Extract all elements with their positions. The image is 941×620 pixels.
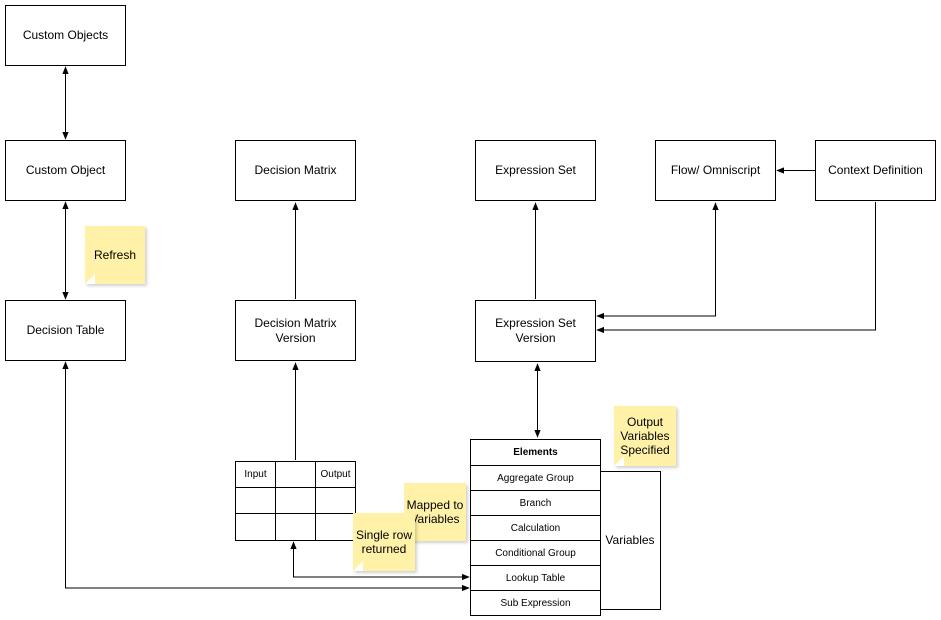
element-calculation: Calculation (470, 515, 601, 541)
matrix-cell (315, 513, 356, 541)
node-custom-objects: Custom Objects (5, 5, 126, 66)
matrix-header-middle (275, 461, 316, 488)
edge-decision-table-lookup-table (62, 361, 470, 592)
node-expression-set-version: Expression Set Version (475, 300, 596, 362)
node-context-definition: Context Definition (815, 140, 936, 201)
variables-box: Variables (600, 471, 661, 610)
edge-es-version-flow (596, 202, 719, 320)
note-output-variables: Output Variables Specified (614, 406, 676, 466)
element-aggregate-group: Aggregate Group (470, 465, 601, 491)
matrix-cell (275, 513, 316, 541)
node-flow-omniscript: Flow/ Omniscript (655, 140, 776, 201)
element-sub-expression: Sub Expression (470, 590, 601, 616)
element-lookup-table: Lookup Table (470, 565, 601, 591)
matrix-header-output: Output (315, 461, 356, 488)
note-refresh: Refresh (85, 226, 145, 284)
element-conditional-group: Conditional Group (470, 540, 601, 566)
node-decision-table: Decision Table (5, 300, 126, 361)
matrix-cell (315, 487, 356, 514)
note-single-row-returned: Single row returned (353, 513, 415, 571)
variables-label: Variables (605, 533, 655, 547)
matrix-cell (275, 487, 316, 514)
edge-context-es-version (596, 202, 876, 334)
edge-matrix-table-lookup-table (290, 541, 470, 581)
node-decision-matrix: Decision Matrix (235, 140, 356, 201)
element-branch: Branch (470, 490, 601, 516)
node-custom-object: Custom Object (5, 140, 126, 201)
elements-header: Elements (470, 439, 601, 466)
node-expression-set: Expression Set (475, 140, 596, 201)
matrix-cell (235, 487, 276, 514)
matrix-cell (235, 513, 276, 541)
matrix-header-input: Input (235, 461, 276, 488)
node-decision-matrix-version: Decision Matrix Version (235, 300, 356, 361)
